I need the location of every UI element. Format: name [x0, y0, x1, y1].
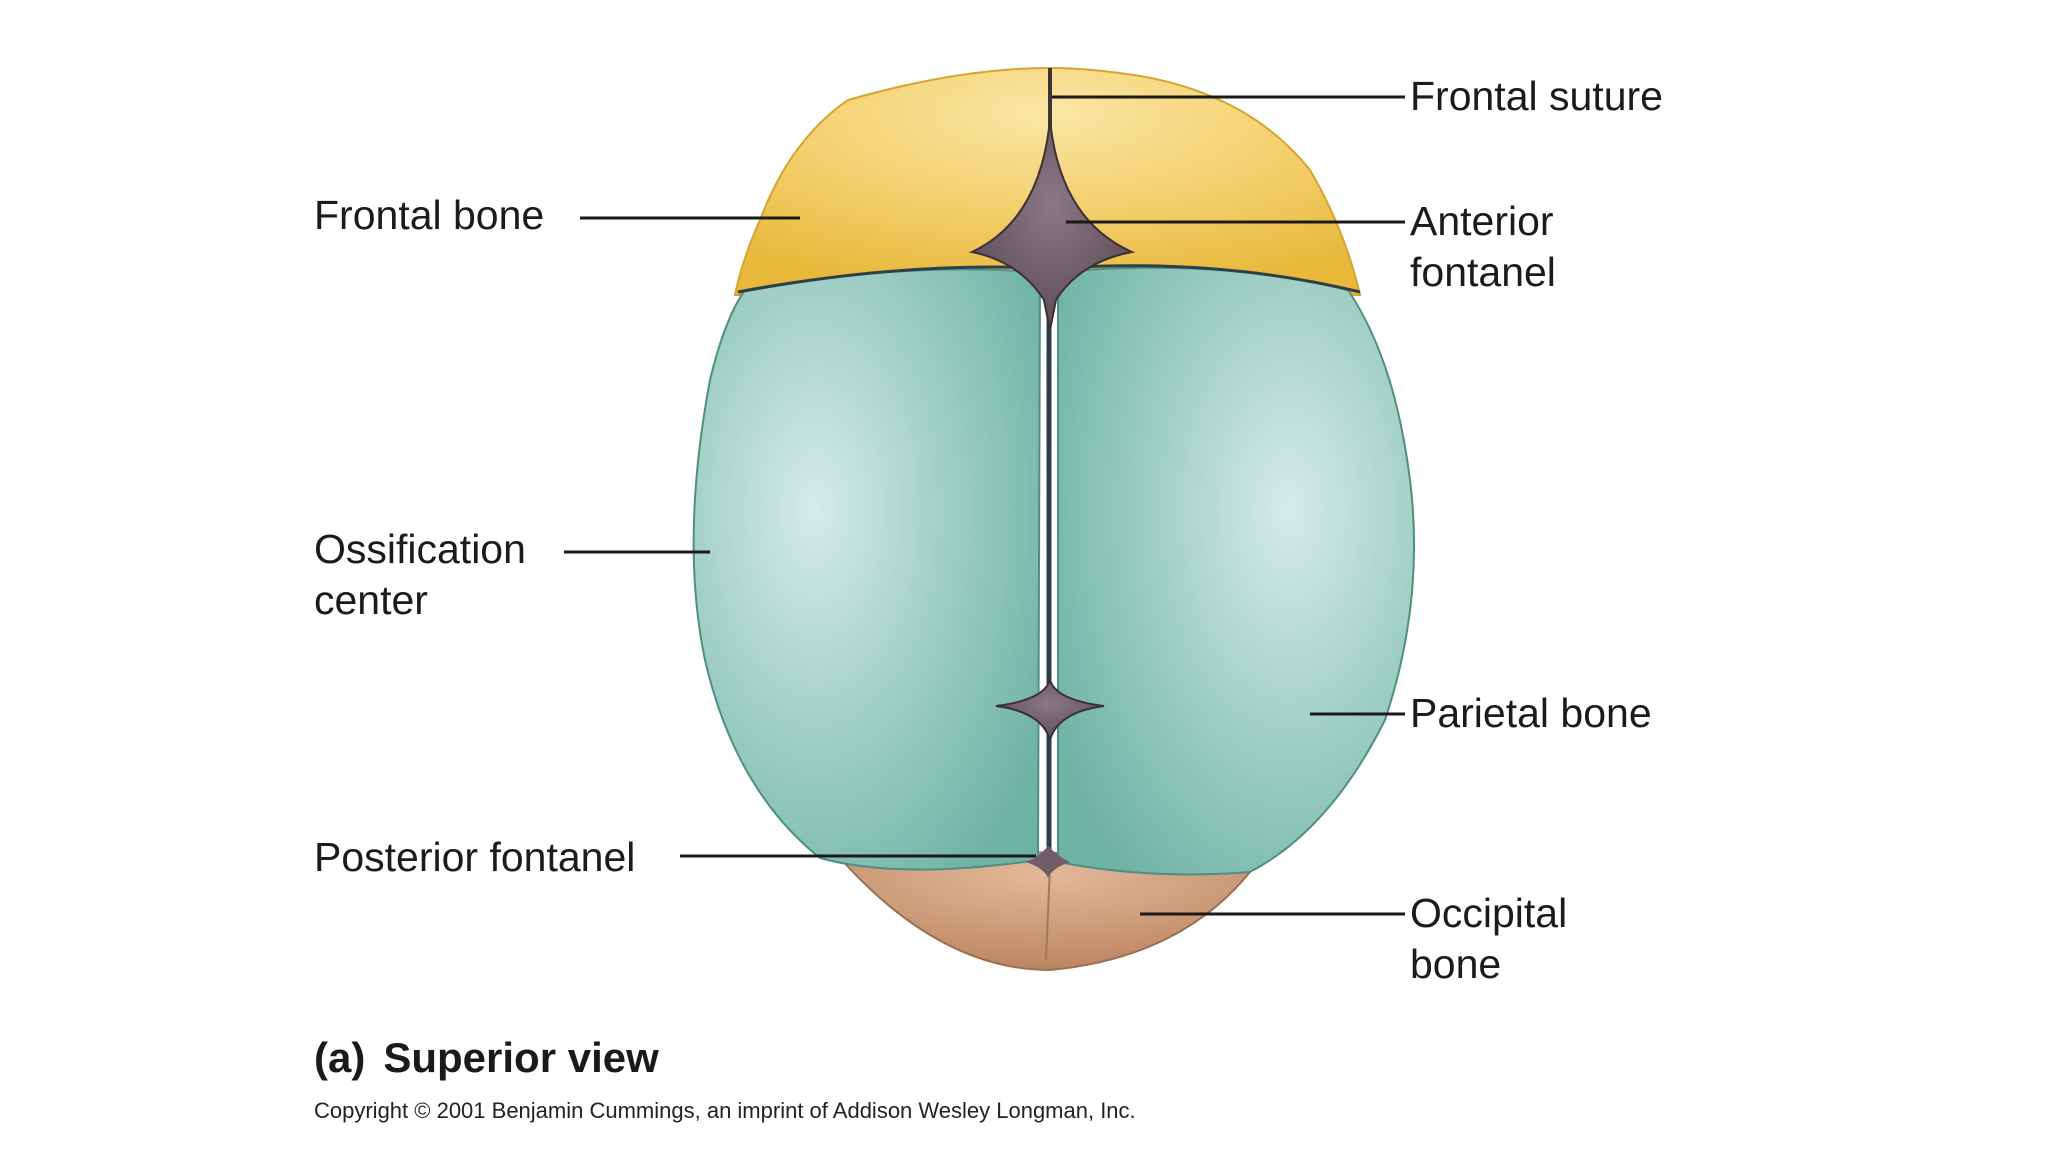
label-frontal-suture: Frontal suture — [1410, 73, 1663, 119]
label-frontal-bone: Frontal bone — [314, 192, 545, 238]
label-occipital-bone-line1: Occipital — [1410, 890, 1568, 936]
coronal-suture-line — [737, 264, 1361, 294]
label-posterior-fontanel: Posterior fontanel — [314, 834, 636, 880]
anterior-fontanel-shape — [968, 119, 1136, 331]
label-ossification-center-line2: center — [314, 577, 428, 623]
posterior-fontanel-shape — [995, 676, 1105, 744]
label-parietal-bone: Parietal bone — [1410, 690, 1652, 736]
occipital-suture-line — [1045, 865, 1051, 961]
caption-letter: (a) — [314, 1034, 366, 1081]
lambdoid-fontanel-shape — [1026, 846, 1070, 878]
caption-title: Superior view — [383, 1034, 659, 1081]
left-parietal-bone-shape — [692, 268, 1042, 871]
label-anterior-fontanel-line2: fontanel — [1410, 249, 1556, 295]
label-anterior-fontanel-line1: Anterior — [1410, 198, 1554, 244]
label-anterior-fontanel: Anterior fontanel — [1410, 196, 1556, 298]
label-occipital-bone: Occipital bone — [1410, 888, 1567, 990]
copyright-notice: Copyright © 2001 Benjamin Cummings, an i… — [314, 1098, 1136, 1123]
label-occipital-bone-line2: bone — [1410, 941, 1502, 987]
label-ossification-center-line1: Ossification — [314, 526, 526, 572]
figure-caption: (a) Superior view — [314, 1034, 659, 1082]
label-ossification-center: Ossification center — [314, 524, 526, 626]
right-parietal-bone-shape — [1057, 266, 1416, 876]
